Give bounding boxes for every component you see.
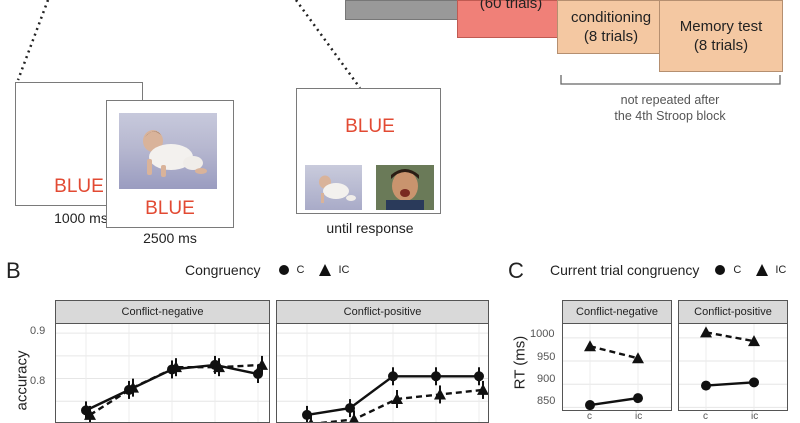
baby-photo-small bbox=[305, 165, 362, 210]
b-c-point bbox=[302, 409, 312, 420]
stroop-trials-label: (60 trials) bbox=[479, 0, 543, 12]
b-ic-point bbox=[127, 381, 139, 393]
bracket bbox=[560, 75, 781, 85]
panel-c-ytick-1: 950 bbox=[537, 351, 556, 363]
b-ic-point bbox=[84, 408, 96, 420]
frame2-word: BLUE bbox=[145, 198, 195, 219]
panel-a: (60 trials) conditioning (8 trials) Memo… bbox=[15, 0, 783, 246]
frame3-time: until response bbox=[326, 220, 414, 236]
panel-b-legend-c: C bbox=[296, 264, 305, 276]
dotted-connectors bbox=[16, 0, 362, 89]
circle-marker-icon bbox=[715, 265, 726, 275]
c-c-point bbox=[633, 393, 643, 404]
conditioning-block: conditioning (8 trials) bbox=[557, 0, 665, 54]
gray-block bbox=[345, 0, 460, 20]
panel-c-letter: C bbox=[508, 258, 524, 283]
panel-b-facet-negative bbox=[55, 323, 270, 423]
b-c-point bbox=[253, 369, 263, 379]
c-ic-point bbox=[584, 340, 596, 352]
triangle-marker-icon bbox=[319, 264, 332, 276]
panel-c-ytick-3: 850 bbox=[537, 395, 556, 407]
c-ic-line bbox=[589, 345, 639, 360]
panel-c-xtick-neg-c: c bbox=[587, 411, 592, 422]
connector-left bbox=[16, 0, 50, 81]
b-ic-point bbox=[434, 388, 446, 400]
triangle-marker-icon bbox=[756, 264, 769, 276]
b-c-point bbox=[431, 371, 441, 382]
circle-marker-icon bbox=[278, 265, 289, 275]
panel-b-strip-positive: Conflict-positive bbox=[276, 300, 489, 324]
panel-c-facet-negative bbox=[562, 323, 672, 411]
c-c-point bbox=[585, 400, 595, 410]
panel-c-ytick-2: 900 bbox=[537, 373, 556, 385]
panel-b-strip-negative: Conflict-negative bbox=[55, 300, 270, 324]
panel-c-plot-positive bbox=[679, 324, 787, 410]
panel-b-ylabel: accuracy bbox=[13, 350, 31, 411]
panel-b-letter: B bbox=[6, 258, 21, 283]
panel-b-legend-ic: IC bbox=[338, 264, 350, 276]
c-c-line bbox=[589, 396, 639, 407]
baby-photo-large bbox=[119, 113, 217, 189]
memory-test-block: Memory test (8 trials) bbox=[659, 0, 783, 72]
panel-b-legend-title: Congruency bbox=[185, 262, 261, 278]
b-ic-line bbox=[89, 363, 263, 416]
bracket-note: not repeated after the 4th Stroop block bbox=[614, 93, 726, 123]
panel-c-strip-positive: Conflict-positive bbox=[678, 300, 788, 324]
panel-b-ytick-0: 0.9 bbox=[30, 325, 46, 337]
panel-c-legend: Current trial congruency C IC bbox=[550, 262, 786, 278]
frame3-word: BLUE bbox=[345, 116, 395, 137]
b-c-point bbox=[345, 403, 355, 414]
panel-b-plot-positive bbox=[277, 324, 488, 422]
c-ic-point bbox=[632, 352, 644, 364]
panel-b-legend: Congruency C IC bbox=[185, 262, 349, 278]
panel-c-xtick-pos-c: c bbox=[703, 411, 708, 422]
panel-c-legend-title: Current trial congruency bbox=[550, 262, 700, 278]
panel-c-facet-positive bbox=[678, 323, 788, 411]
c-ic-point bbox=[700, 326, 712, 338]
panel-b-facet-positive bbox=[276, 323, 489, 423]
b-ic-point bbox=[391, 393, 403, 404]
panel-b-ytick-1: 0.8 bbox=[30, 375, 46, 387]
panel-c-xtick-neg-ic: ic bbox=[635, 411, 643, 422]
b-ic-point bbox=[477, 383, 488, 395]
panel-c-strip-negative: Conflict-negative bbox=[562, 300, 672, 324]
panel-c-legend-ic: IC bbox=[775, 264, 787, 276]
panel-c-ylabel: RT (ms) bbox=[511, 335, 529, 390]
b-c-point bbox=[474, 371, 484, 382]
panel-b-plot-negative bbox=[56, 324, 269, 422]
panel-c-legend-c: C bbox=[733, 264, 742, 276]
b-ic-point bbox=[170, 361, 182, 373]
panel-c-plot-negative bbox=[563, 324, 671, 410]
c-c-line bbox=[705, 381, 755, 387]
b-ic-point bbox=[256, 358, 268, 370]
frame1-time: 1000 ms bbox=[54, 210, 108, 226]
c-c-point bbox=[749, 377, 759, 388]
frame2-time: 2500 ms bbox=[143, 230, 197, 246]
frame1-word: BLUE bbox=[54, 176, 104, 197]
connector-right bbox=[294, 0, 362, 89]
stroop-block: (60 trials) bbox=[457, 0, 565, 38]
b-ic-point bbox=[213, 361, 225, 373]
panel-c-xtick-pos-ic: ic bbox=[751, 411, 759, 422]
c-c-point bbox=[701, 380, 711, 391]
b-c-point bbox=[388, 371, 398, 382]
c-ic-point bbox=[748, 335, 760, 347]
c-ic-line bbox=[705, 331, 755, 343]
crying-child-photo bbox=[376, 165, 434, 210]
panel-c-ytick-0: 1000 bbox=[530, 328, 555, 340]
